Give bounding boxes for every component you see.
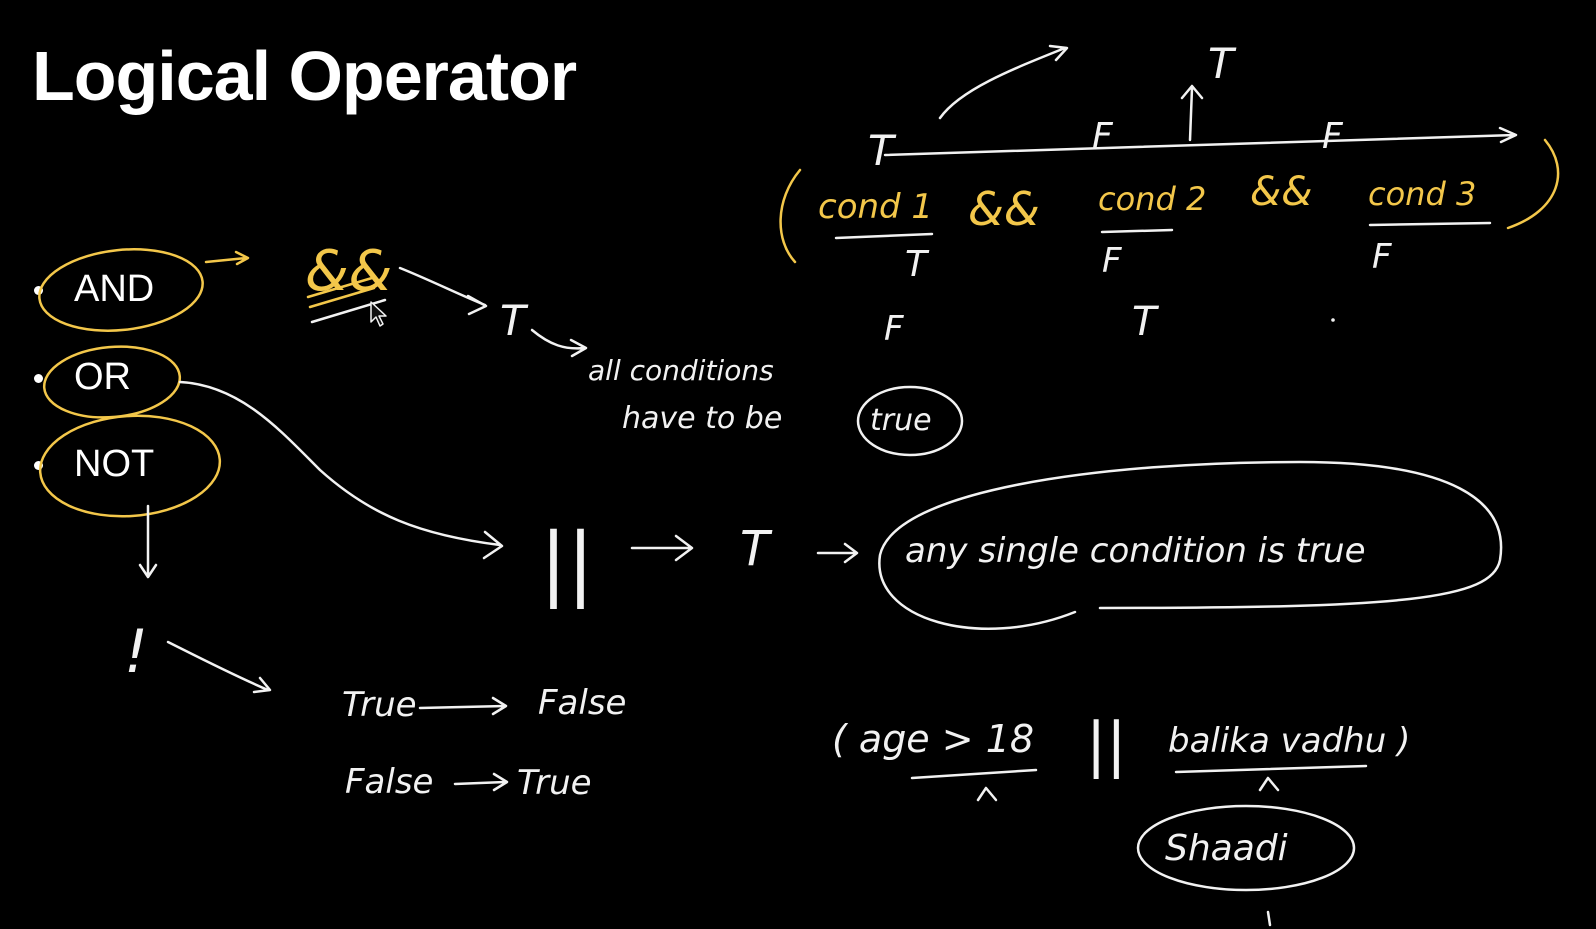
bullet-or: OR (74, 356, 131, 398)
condition-chain: T T F F cond 1 && cond 2 && cond 3 T F F… (779, 39, 1560, 349)
cond3: cond 3 (1368, 175, 1476, 213)
not-section: ! True False False True (124, 504, 626, 803)
top-t1: T (868, 126, 897, 175)
and-result: T (500, 296, 529, 345)
or-circle (42, 345, 182, 419)
cond-and2: && (1250, 169, 1312, 215)
or-result: T (740, 521, 773, 577)
not-row2-out: True (517, 763, 592, 803)
or-note: any single condition is true (905, 531, 1366, 571)
shaadi-circle (1136, 804, 1356, 892)
bullet-and: AND (74, 268, 155, 310)
not-row2-in: False (345, 762, 433, 802)
row-f1: F (884, 309, 904, 349)
and-note-line2: have to be (622, 401, 782, 436)
true-circle (856, 385, 964, 457)
row-t2: T (1132, 299, 1160, 345)
example-or: || (1086, 710, 1126, 780)
cond2: cond 2 (1098, 180, 1206, 218)
or-section: || T any single condition is true (178, 380, 1503, 630)
slide-title: Logical Operator (32, 37, 577, 115)
top-f2: F (1092, 116, 1114, 157)
and-section: && T all conditions have to be true (305, 239, 964, 457)
or-symbol: || (540, 516, 594, 610)
not-symbol: ! (124, 617, 148, 687)
cursor-icon (370, 301, 387, 327)
under-t1: T (905, 244, 930, 285)
and-note-line1: all conditions (588, 354, 774, 387)
top-t-up: T (1208, 39, 1237, 88)
bullet-dot (34, 374, 43, 383)
and-circle (38, 248, 204, 332)
bullet-not: NOT (74, 443, 155, 485)
bullet-dot (34, 286, 43, 295)
cond1: cond 1 (818, 187, 933, 227)
under-f3: F (1372, 237, 1392, 277)
under-f2: F (1102, 241, 1122, 281)
bullet-dot (34, 461, 43, 470)
not-row1-out: False (538, 683, 626, 723)
example-expr-left: ( age > 18 (832, 717, 1034, 761)
example-expr-right: balika vadhu ) (1168, 721, 1410, 761)
cond-and1: && (968, 182, 1040, 236)
bullet-circles (38, 248, 250, 518)
top-f3: F (1322, 116, 1344, 157)
and-note-word: true (870, 403, 932, 438)
example-shaadi: Shaadi (1165, 828, 1288, 869)
not-row1-in: True (342, 685, 417, 725)
not-circle (38, 414, 222, 518)
example-section: ( age > 18 || balika vadhu ) Shaadi (832, 710, 1410, 927)
or-note-bubble (878, 460, 1503, 630)
